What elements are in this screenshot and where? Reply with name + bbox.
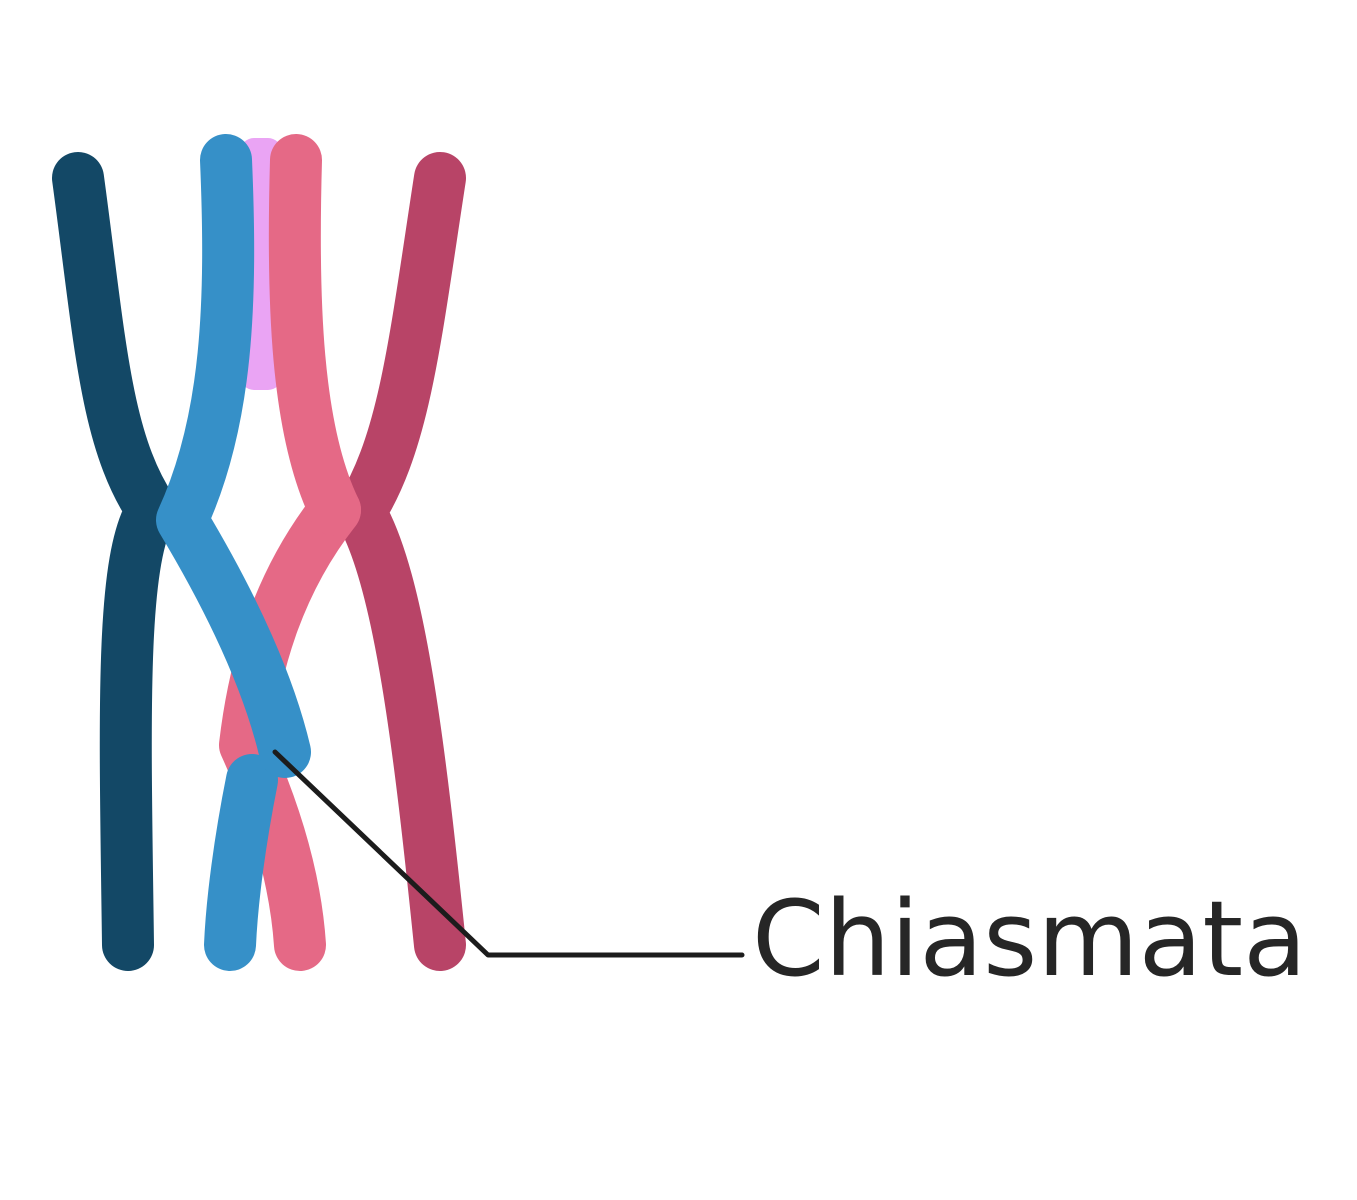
chromatid-light-blue-lower [204,754,278,971]
chiasmata-leader-line [272,749,745,958]
chromatid-crimson [334,152,466,971]
chromatid-light-blue [156,134,311,778]
chromatid-dark-blue [52,152,178,971]
chiasmata-label: Chiasmata [752,878,1307,1000]
chromatid-pink-upper [268,134,361,536]
chromatid-pink-lower [219,484,361,971]
